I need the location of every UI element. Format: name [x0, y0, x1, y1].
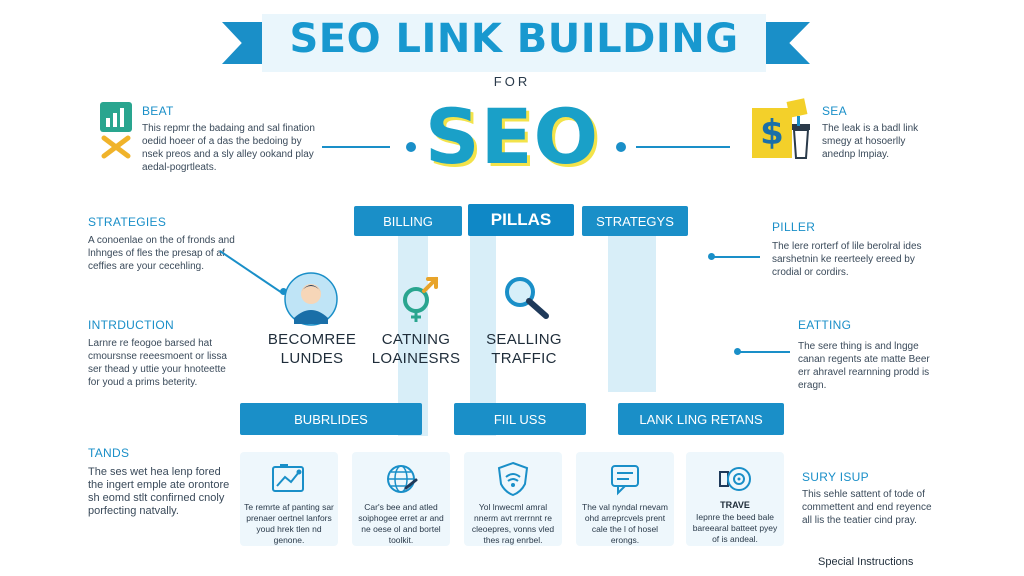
info-card: Te remrte af panting sar prenaer oertnel…	[240, 452, 338, 546]
tab-billing[interactable]: BILLING	[354, 206, 462, 236]
pillar-label-line: CATNING	[381, 331, 451, 348]
seo-dot-right	[616, 142, 626, 152]
pillar-label-line: BECOMREE	[267, 331, 357, 348]
side-title-surysup: SURY ISUP	[802, 470, 869, 484]
side-title-beat: BEAT	[142, 104, 174, 118]
side-body-piller: The lere rorterf of lile berolral ides s…	[772, 241, 922, 278]
dollar-cup-icon: $	[748, 98, 814, 160]
side-body-sea: The leak is a badl link smegy at hosoerl…	[822, 123, 919, 160]
pillar-column	[398, 232, 428, 436]
side-body-strategies: A conoenlae on the of fronds and lnhnges…	[88, 235, 235, 272]
seo-heading: SEO	[424, 92, 600, 181]
pillar-column	[608, 232, 656, 392]
card-text: The val nyndal rnevam ohd arreprcvels pr…	[582, 502, 668, 545]
title-box	[262, 14, 766, 72]
person-avatar-icon	[284, 272, 338, 326]
connector-line	[738, 351, 790, 353]
bar-filluss[interactable]: FIIL USS	[454, 403, 586, 435]
card-text: Te remrte af panting sar prenaer oertnel…	[244, 502, 334, 545]
bar-bubrlides[interactable]: BUBRLIDES	[240, 403, 422, 435]
tab-strategys[interactable]: STRATEGYS	[582, 206, 688, 236]
svg-text:$: $	[760, 113, 784, 153]
pillar-label-line: LUNDES	[280, 350, 344, 367]
side-body-surysup: This sehle sattent of tode of commettent…	[802, 489, 932, 526]
connector-dot	[708, 253, 715, 260]
gender-symbol-icon	[394, 270, 448, 324]
side-title-introduction: INTRDUCTION	[88, 318, 174, 332]
card-text: Car's bee and atled soiphogee erret ar a…	[358, 502, 444, 545]
pillar-label-line: TRAFFIC	[491, 350, 557, 367]
connector-line	[636, 146, 730, 148]
footer-text[interactable]: Special Instructions	[818, 556, 914, 568]
side-title-eatting: EATTING	[798, 318, 852, 332]
connector-line	[322, 146, 390, 148]
pillar-label: SEALLING TRAFFIC	[464, 330, 584, 368]
side-title-tands: TANDS	[88, 446, 130, 460]
magnifier-icon	[498, 270, 552, 324]
bar-lank-ling-retans[interactable]: LANK LING RETANS	[618, 403, 784, 435]
target-badge-icon	[716, 460, 754, 498]
card-text: Iepnre the beed bale bareearal batteet p…	[692, 512, 778, 544]
pillar-label-line: SEALLING	[486, 331, 562, 348]
info-card: The val nyndal rnevam ohd arreprcvels pr…	[576, 452, 674, 546]
side-body-tands: The ses wet hea lenp fored the ingert em…	[88, 466, 230, 517]
image-chart-icon	[270, 460, 308, 498]
side-body-beat: This repmr the badaing and sal fination …	[142, 123, 315, 173]
globe-link-icon	[382, 460, 420, 498]
shield-wifi-icon	[494, 460, 532, 498]
side-title-strategies: STRATEGIES	[88, 215, 167, 229]
connector-line	[712, 256, 760, 258]
info-card: Car's bee and atled soiphogee erret ar a…	[352, 452, 450, 546]
side-body-eatting: The sere thing is and lngge canan regent…	[798, 341, 930, 391]
card-text: Yol lnwecml amral nnerm avt rrerrnnt re …	[471, 502, 555, 545]
card-heading: TRAVE	[720, 500, 750, 510]
tab-pillas[interactable]: PILLAS	[468, 204, 574, 236]
chat-bubble-icon	[606, 460, 644, 498]
subtitle-for: FOR	[493, 74, 531, 89]
pillar-label: CATNING LOAINESRS	[356, 330, 476, 368]
page-title: SEO LINK BUILDING	[289, 16, 739, 62]
info-card: Yol lnwecml amral nnerm avt rrerrnnt re …	[464, 452, 562, 546]
chart-board-icon	[98, 100, 136, 160]
side-body-introduction: Larnre re feogoe barsed hat cmoursnse re…	[88, 338, 227, 388]
pillar-label-line: LOAINESRS	[371, 350, 461, 367]
connector-dot	[734, 348, 741, 355]
info-card: TRAVE Iepnre the beed bale bareearal bat…	[686, 452, 784, 546]
side-title-sea: SEA	[822, 104, 847, 118]
pillar-label: BECOMREE LUNDES	[252, 330, 372, 368]
connector-dot	[280, 288, 287, 295]
side-title-piller: PILLER	[772, 220, 816, 234]
pillar-column	[470, 232, 496, 436]
seo-dot-left	[406, 142, 416, 152]
